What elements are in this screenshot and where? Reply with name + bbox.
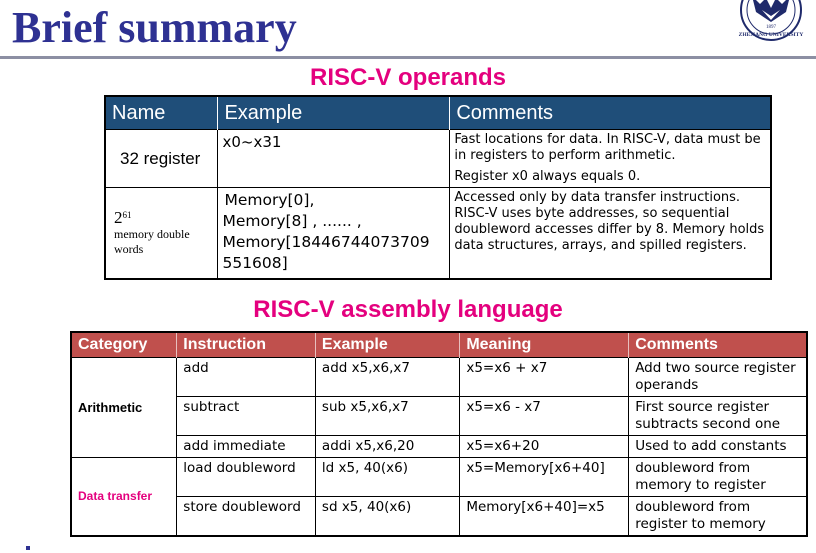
- operand-example-line: Memory[0],: [224, 191, 315, 209]
- assembly-header-meaning: Meaning: [459, 332, 629, 358]
- meaning-cell: Memory[x6+40]=x5: [459, 496, 630, 537]
- example-cell: sub x5,x6,x7: [314, 396, 461, 436]
- assembly-header-category: Category: [71, 332, 177, 358]
- comments-cell: First source register subtracts second o…: [628, 396, 808, 436]
- instruction-cell: store doubleword: [176, 496, 316, 537]
- operand-comments: Fast locations for data. In RISC-V, data…: [449, 129, 772, 188]
- instruction-cell: add: [176, 357, 316, 397]
- operand-comment-line: Register x0 always equals 0.: [454, 169, 641, 184]
- operands-header-comments: Comments: [449, 96, 771, 130]
- instruction-cell: load doubleword: [176, 457, 316, 497]
- meaning-cell: x5=x6 - x7: [459, 396, 630, 436]
- title-divider: [0, 56, 816, 59]
- comments-cell: Add two source register operands: [628, 357, 808, 397]
- assembly-title: RISC-V assembly language: [253, 296, 563, 323]
- comments-cell: doubleword from memory to register: [628, 457, 808, 497]
- operand-comment-line: Accessed only by data transfer instructi…: [454, 190, 765, 253]
- table-row: subtract sub x5,x6,x7 x5=x6 - x7 First s…: [71, 396, 808, 436]
- category-data-transfer: Data transfer: [70, 457, 178, 537]
- meaning-cell: x5=Memory[x6+40]: [459, 457, 630, 497]
- example-cell: addi x5,x6,20: [314, 435, 461, 458]
- operand-example: x0~x31: [217, 129, 451, 188]
- table-row: 32 register x0~x31 Fast locations for da…: [104, 129, 772, 188]
- zhejiang-university-seal-icon: 1897 ZHEJIANG UNIVERSITY: [739, 0, 804, 41]
- operand-example-line: 551608]: [222, 254, 288, 272]
- example-cell: ld x5, 40(x6): [314, 457, 461, 497]
- assembly-header-example: Example: [314, 332, 460, 358]
- operand-example-line: Memory[18446744073709: [222, 233, 430, 251]
- table-row: Arithmetic add add x5,x6,x7 x5=x6 + x7 A…: [70, 357, 808, 458]
- assembly-header-comments: Comments: [628, 332, 807, 358]
- operands-header-name: Name: [105, 96, 218, 130]
- operand-name-exponent: 61: [122, 210, 132, 221]
- operand-name-base: 2: [114, 208, 123, 228]
- assembly-header-instruction: Instruction: [176, 332, 316, 358]
- operands-header-example: Example: [217, 96, 450, 130]
- operand-name-rest: memory double words: [114, 227, 190, 257]
- logo-text: ZHEJIANG UNIVERSITY: [739, 32, 804, 38]
- example-cell: sd x5, 40(x6): [314, 496, 461, 537]
- operand-name: 261 memory double words: [104, 187, 219, 279]
- operands-title: RISC-V operands: [309, 64, 507, 91]
- logo-year: 1897: [766, 25, 777, 30]
- example-cell: add x5,x6,x7: [314, 357, 461, 397]
- assembly-header-row: Category Instruction Example Meaning Com…: [71, 332, 807, 358]
- bullet-marker: [26, 546, 30, 550]
- operand-comments: Accessed only by data transfer instructi…: [449, 187, 772, 279]
- instruction-cell: subtract: [176, 396, 316, 436]
- table-row: add immediate addi x5,x6,20 x5=x6+20 Use…: [71, 435, 808, 458]
- meaning-cell: x5=x6 + x7: [459, 357, 630, 397]
- operand-example-line: Memory[8] , ...... ,: [222, 212, 362, 230]
- operands-header-row: Name Example Comments: [105, 96, 771, 130]
- comments-cell: doubleword from register to memory: [628, 496, 808, 537]
- instruction-cell: add immediate: [176, 435, 316, 458]
- operands-table: Name Example Comments 32 register x0~x31…: [104, 95, 772, 280]
- meaning-cell: x5=x6+20: [459, 435, 630, 458]
- operand-comment-line: Fast locations for data. In RISC-V, data…: [454, 132, 761, 163]
- table-row: 261 memory double words Memory[0], Memor…: [104, 187, 772, 279]
- category-arithmetic: Arithmetic: [70, 357, 178, 458]
- slide-title: Brief summary: [12, 3, 297, 52]
- operand-example: Memory[0], Memory[8] , ...... , Memory[1…: [217, 187, 451, 279]
- assembly-table: Category Instruction Example Meaning Com…: [70, 331, 808, 537]
- operand-name: 32 register: [104, 129, 219, 188]
- table-row: Data transfer load doubleword ld x5, 40(…: [70, 457, 808, 537]
- table-row: store doubleword sd x5, 40(x6) Memory[x6…: [71, 496, 808, 537]
- comments-cell: Used to add constants: [628, 435, 808, 458]
